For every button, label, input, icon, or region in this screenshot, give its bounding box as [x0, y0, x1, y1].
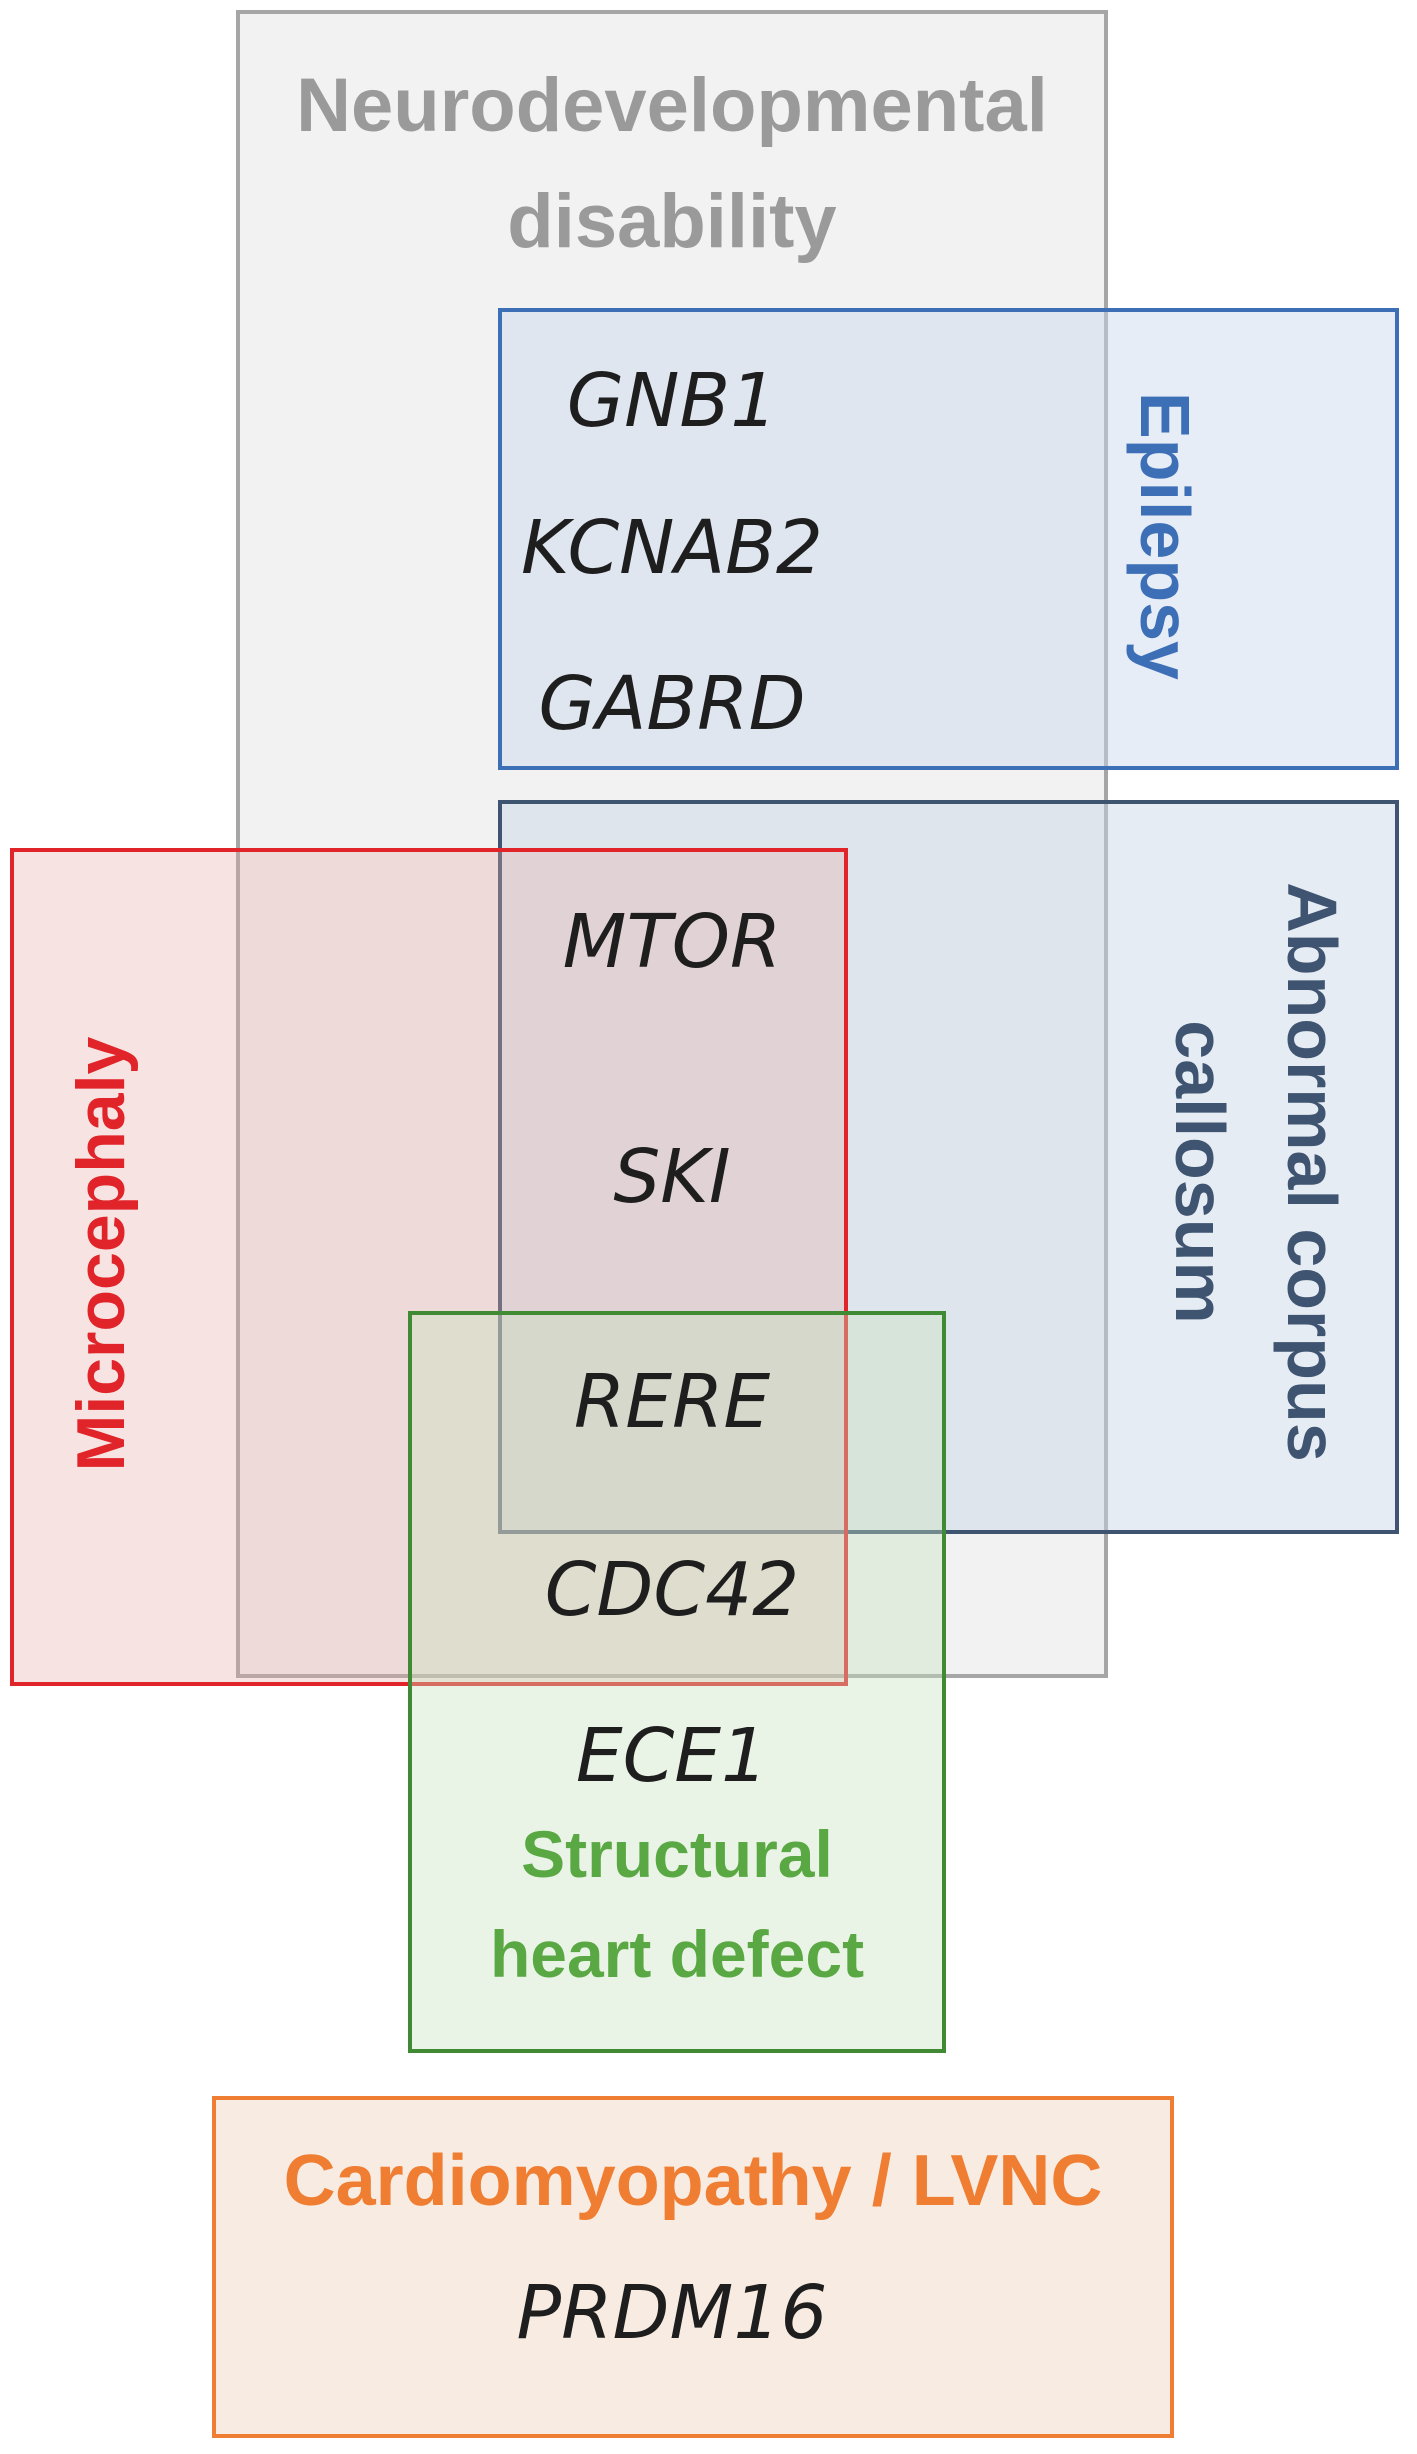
epilepsy-label: Epilepsy	[1126, 392, 1204, 680]
microcephaly-label: Microcephaly	[63, 1036, 139, 1472]
neurodevelopmental-label-line2: disability	[507, 179, 837, 264]
neurodevelopmental-disability-set	[236, 10, 1108, 1678]
structural-heart-defect-set	[408, 1311, 946, 2053]
heart-defect-label-line2: heart defect	[489, 1917, 865, 1991]
gene-ece1: ECE1	[575, 1713, 769, 1799]
gene-prdm16: PRDM16	[516, 2270, 828, 2356]
cardiomyopathy-label: Cardiomyopathy / LVNC	[283, 2141, 1103, 2221]
gene-kcnab2: KCNAB2	[520, 505, 824, 591]
gene-cdc42: CDC42	[544, 1547, 800, 1633]
gene-gabrd: GABRD	[538, 661, 806, 747]
microcephaly-set	[10, 848, 848, 1686]
gene-mtor: MTOR	[562, 899, 782, 985]
heart-defect-label-line1: Structural	[521, 1817, 833, 1891]
epilepsy-set	[498, 308, 1399, 770]
abnormal-corpus-callosum-set	[498, 800, 1399, 1534]
gene-gnb1: GNB1	[566, 358, 778, 444]
corpus-callosum-label-line2: callosum	[1161, 1020, 1239, 1324]
cardiomyopathy-lvnc-set	[212, 2096, 1174, 2438]
corpus-callosum-label-line1: Abnormal corpus	[1273, 882, 1351, 1462]
neurodevelopmental-label-line1: Neurodevelopmental	[296, 63, 1048, 148]
gene-rere: RERE	[573, 1359, 771, 1445]
gene-ski: SKI	[613, 1134, 731, 1220]
